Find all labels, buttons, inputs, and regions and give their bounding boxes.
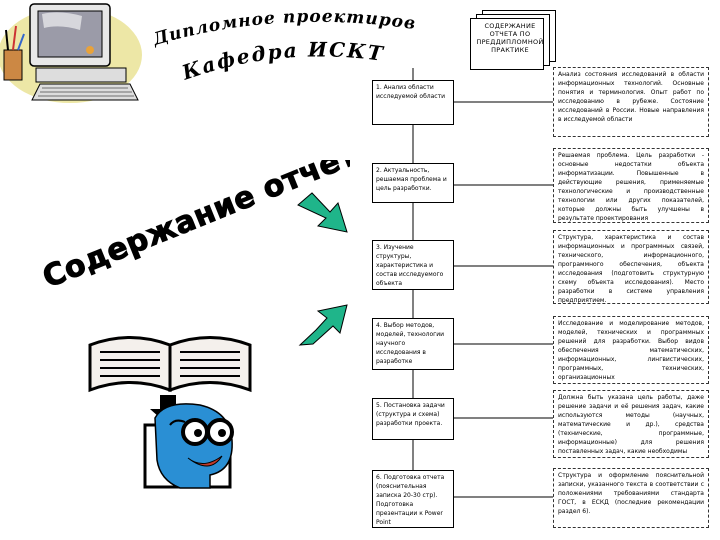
stage-box-1: 1. Анализ области исследуемой области [372,80,454,125]
green-arrow-lower [298,304,348,346]
main-title: Содержание отчета по [30,160,350,310]
stage-label-2: 2. Актуальность, решаемая проблема и цел… [376,167,447,192]
description-text-3: Структура, характеристика и состав инфор… [558,234,704,304]
stage-label-3: 3. Изучение структуры, характеристика и … [376,244,444,287]
document-title: СОДЕРЖАНИЕ ОТЧЕТА ПО ПРЕДДИПЛОМНОЙ ПРАКТ… [476,22,544,54]
stage-label-5: 5. Постановка задачи (структура и схема)… [376,402,445,427]
description-text-5: Должна быть указана цель работы, даже ре… [558,394,704,455]
description-box-4: Исследование и моделирование методов, мо… [553,316,709,384]
description-box-3: Структура, характеристика и состав инфор… [553,230,709,304]
green-arrow-upper [297,192,348,233]
description-box-1: Анализ состояния исследований в области … [553,67,709,137]
stage-box-5: 5. Постановка задачи (структура и схема)… [372,398,454,440]
stage-box-6: 6. Подготовка отчета (пояснительная запи… [372,470,454,528]
description-box-5: Должна быть указана цель работы, даже ре… [553,390,709,458]
description-box-6: Структура и оформление пояснительной зап… [553,468,709,528]
stage-label-1: 1. Анализ области исследуемой области [376,84,445,100]
stage-box-4: 4. Выбор методов, моделей, технологии на… [372,318,454,370]
mouth [187,455,223,467]
stage-label-4: 4. Выбор методов, моделей, технологии на… [376,322,445,365]
description-text-4: Исследование и моделирование методов, мо… [558,320,704,381]
stage-box-2: 2. Актуальность, решаемая проблема и цел… [372,163,454,203]
description-text-1: Анализ состояния исследований в области … [558,71,704,123]
stage-box-3: 3. Изучение структуры, характеристика и … [372,240,454,290]
description-box-2: Решаемая проблема. Цель разработки - осн… [553,148,709,223]
description-text-6: Структура и оформление пояснительной зап… [558,472,704,515]
stage-label-6: 6. Подготовка отчета (пояснительная запи… [376,474,445,526]
description-text-2: Решаемая проблема. Цель разработки - осн… [558,152,704,222]
